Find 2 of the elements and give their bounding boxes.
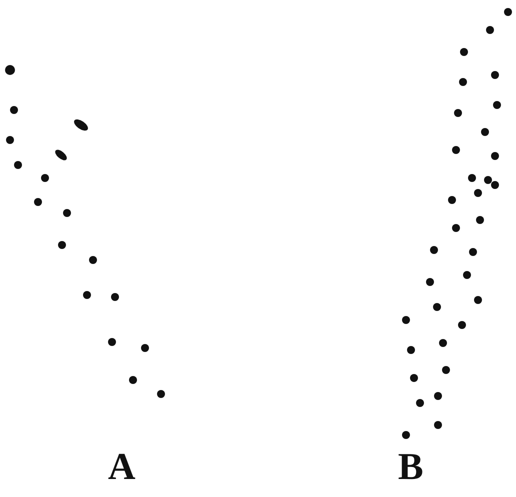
panel-label: B <box>398 448 424 486</box>
panel-label: A <box>108 448 136 486</box>
